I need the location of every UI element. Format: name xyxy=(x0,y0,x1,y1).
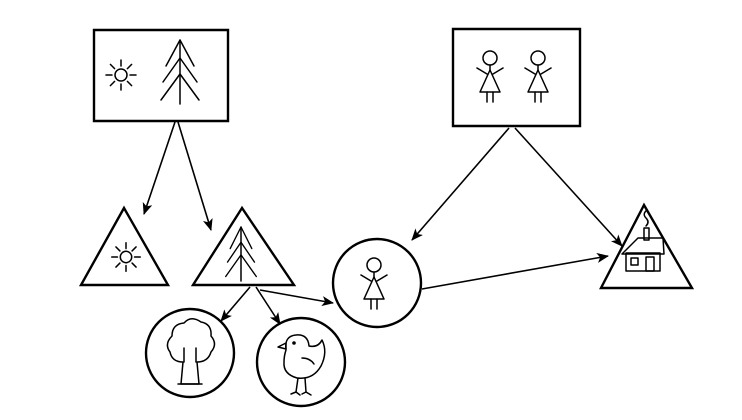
edge-girls-to-house xyxy=(515,128,623,247)
fir-triangle xyxy=(193,208,294,285)
edge-girl-to-house xyxy=(422,252,609,289)
bird-icon xyxy=(278,335,325,396)
house-triangle xyxy=(601,205,692,288)
fir-tree-icon xyxy=(225,226,257,281)
edge-fir-to-bird xyxy=(256,287,280,325)
two-girls-card-frame xyxy=(453,29,580,126)
two-girls-card xyxy=(453,29,580,126)
deciduous-tree-icon xyxy=(167,319,214,384)
sun-fir-card xyxy=(94,30,228,121)
sun-triangle xyxy=(81,208,168,285)
edge-fir-to-girl xyxy=(260,290,334,306)
edge-fir-to-tree xyxy=(220,287,250,322)
edge-card-to-fir-triangle xyxy=(178,122,213,231)
edge-card-to-sun-triangle xyxy=(142,122,175,215)
house-icon xyxy=(622,210,664,271)
girl-circle xyxy=(333,239,421,327)
edges xyxy=(142,122,623,325)
tree-circle-frame xyxy=(146,309,234,397)
bird-circle-frame xyxy=(257,318,345,406)
edge-girls-to-girl xyxy=(411,128,509,241)
bird-circle xyxy=(257,318,345,406)
tree-circle xyxy=(146,309,234,397)
sun-fir-card-frame xyxy=(94,30,228,121)
sun-triangle-frame xyxy=(81,208,168,285)
fir-tree-icon xyxy=(160,39,200,104)
